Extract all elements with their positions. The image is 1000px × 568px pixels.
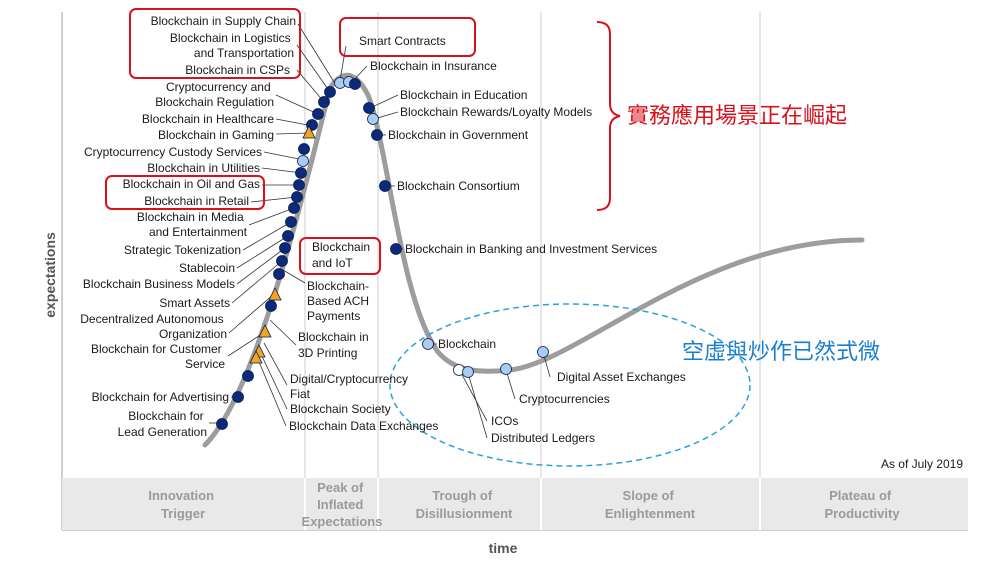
label-dao: Decentralized Autonomous Organization — [80, 312, 227, 341]
label-society: Blockchain Society — [290, 402, 391, 416]
phase-labels: Innovation Trigger Peak of Inflated Expe… — [148, 480, 900, 529]
marker-utilities — [297, 155, 309, 167]
marker-media — [291, 191, 303, 203]
label-regulation: Cryptocurrency and Blockchain Regulation — [155, 80, 274, 109]
phase-slope: Slope of Enlightenment — [605, 488, 696, 521]
marker-ach — [273, 268, 285, 280]
marker-csps — [318, 96, 330, 108]
marker-lead-generation — [232, 391, 244, 403]
phase-plateau: Plateau of Productivity — [824, 488, 900, 521]
marker-banking — [390, 243, 402, 255]
marker-business-models — [282, 230, 294, 242]
as-of-date: As of July 2019 — [881, 457, 963, 471]
label-ach: Blockchain- Based ACH Payments — [307, 279, 372, 323]
marker-data-exchanges — [249, 350, 263, 364]
label-customer-service: Blockchain for Customer Service — [91, 342, 225, 371]
marker-gaming — [302, 125, 316, 139]
phase-peak: Peak of Inflated Expectations — [302, 480, 383, 529]
technology-labels: Blockchain in Supply Chain Blockchain in… — [80, 14, 686, 445]
marker-customer-service — [268, 287, 282, 301]
marker-custody — [298, 143, 310, 155]
label-crypto-fiat: Digital/Cryptocurrency Fiat — [290, 372, 411, 401]
label-rewards: Blockchain Rewards/Loyalty Models — [400, 105, 592, 119]
marker-advertising — [242, 370, 254, 382]
label-data-exchanges: Blockchain Data Exchanges — [289, 419, 438, 433]
label-lead-generation: Blockchain for Lead Generation — [118, 409, 207, 439]
label-supply-chain: Blockchain in Supply Chain — [151, 14, 296, 28]
marker-cryptocurrencies — [500, 363, 512, 375]
label-media: Blockchain in Media and Entertainment — [137, 210, 248, 239]
label-consortium: Blockchain Consortium — [397, 179, 520, 193]
label-custody: Cryptocurrency Custody Services — [84, 145, 262, 159]
label-smart-contracts: Smart Contracts — [359, 34, 446, 48]
label-3d-printing: Blockchain in 3D Printing — [298, 330, 372, 360]
marker-regulation — [312, 108, 324, 120]
label-icos: ICOs — [491, 414, 518, 428]
hype-fading-ellipse — [389, 303, 751, 467]
label-business-models: Blockchain Business Models — [83, 277, 235, 291]
label-insurance: Blockchain in Insurance — [370, 59, 497, 73]
marker-logistics — [324, 86, 336, 98]
marker-education — [363, 102, 375, 114]
marker-smart-assets — [279, 242, 291, 254]
marker-blockchain — [422, 338, 434, 350]
marker-lead-generation-2 — [216, 418, 228, 430]
label-stablecoin: Stablecoin — [179, 261, 235, 275]
leader-lines — [209, 23, 551, 439]
label-government: Blockchain in Government — [388, 128, 529, 142]
phase-band-dividers — [304, 478, 761, 530]
marker-oil-gas — [295, 167, 307, 179]
phase-trough: Trough of Disillusionment — [416, 488, 513, 521]
label-advertising: Blockchain for Advertising — [92, 390, 229, 404]
label-retail: Blockchain in Retail — [144, 194, 249, 208]
rising-bracket — [596, 21, 621, 211]
label-gaming: Blockchain in Gaming — [158, 128, 274, 142]
marker-3d-printing — [265, 300, 277, 312]
label-utilities: Blockchain in Utilities — [147, 161, 260, 175]
y-axis-label: expectations — [42, 232, 58, 318]
phase-band — [62, 478, 968, 530]
marker-government — [371, 129, 383, 141]
label-blockchain: Blockchain — [438, 337, 496, 351]
marker-insurance — [349, 78, 361, 90]
highlight-box-iot — [299, 237, 381, 275]
label-cryptocurrencies: Cryptocurrencies — [519, 392, 610, 406]
hype-curve — [202, 72, 865, 448]
highlight-box-smart-contracts — [339, 17, 476, 57]
x-axis-label: time — [489, 540, 518, 556]
label-education: Blockchain in Education — [400, 88, 527, 102]
marker-digital-asset-exchanges — [537, 346, 549, 358]
marker-rewards — [367, 113, 379, 125]
rising-annotation: 實務應用場景正在崛起 — [627, 103, 847, 129]
phase-innovation-trigger: Innovation Trigger — [148, 488, 217, 521]
marker-distributed-ledgers — [462, 366, 474, 378]
marker-consortium — [379, 180, 391, 192]
marker-retail — [293, 179, 305, 191]
label-healthcare: Blockchain in Healthcare — [142, 112, 274, 126]
label-smart-assets: Smart Assets — [159, 296, 230, 310]
technology-markers — [216, 76, 549, 430]
marker-dao — [276, 255, 288, 267]
hype-fading-annotation: 空虛與炒作已然式微 — [682, 340, 880, 365]
highlight-box-oil-retail — [105, 175, 265, 210]
label-logistics: Blockchain in Logistics and Transportati… — [170, 31, 294, 60]
label-digital-asset-exchanges: Digital Asset Exchanges — [557, 370, 686, 384]
marker-crypto-fiat — [258, 324, 272, 338]
phase-dividers — [304, 12, 761, 478]
marker-tokenization — [288, 202, 300, 214]
marker-stablecoin — [285, 216, 297, 228]
label-oil-gas: Blockchain in Oil and Gas — [123, 177, 260, 191]
label-tokenization: Strategic Tokenization — [124, 243, 241, 257]
label-distributed-ledgers: Distributed Ledgers — [491, 431, 595, 445]
label-banking: Blockchain in Banking and Investment Ser… — [405, 242, 657, 256]
label-csps: Blockchain in CSPs — [185, 63, 290, 77]
highlight-boxes — [105, 8, 476, 275]
label-iot: Blockchain and IoT — [312, 240, 373, 270]
highlight-box-supply-chain — [129, 8, 301, 79]
